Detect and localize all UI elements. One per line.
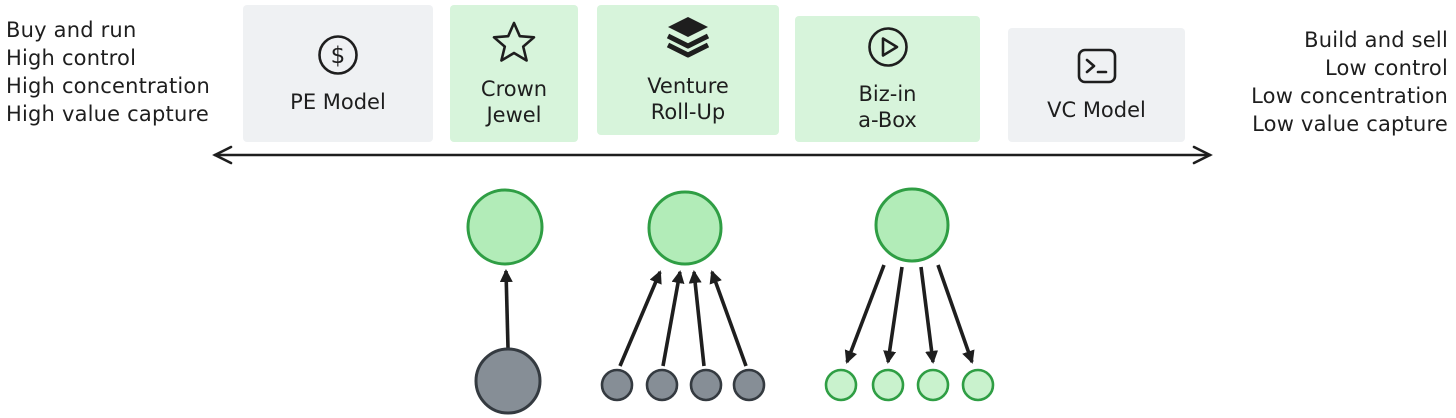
star-icon [491,20,537,64]
model-card-label: Crown Jewel [480,76,548,127]
model-card-label: Venture Roll-Up [647,74,729,124]
model-card-pe-model: $ PE Model [243,5,433,142]
left-caption-line-2: High control [6,46,137,70]
model-card-label: VC Model [1047,98,1146,122]
model-card-venture-roll-up: Venture Roll-Up [597,5,779,135]
right-caption-line-2: Low control [1324,56,1448,80]
left-caption-line-1: Buy and run [6,18,137,42]
biz-in-a-box-structure [824,187,995,402]
model-card-label: PE Model [290,89,386,114]
svg-text:$: $ [331,43,346,69]
right-caption-line-4: Low value capture [1252,112,1448,136]
layers-icon [664,15,712,61]
crown-jewel-structure [466,188,544,415]
venture-roll-up-structure [600,190,766,402]
spectrum-axis-arrow [212,145,1213,165]
model-card-biz-in-a-box: Biz-in a-Box [795,16,980,142]
terminal-icon [1077,47,1117,85]
right-caption-line-1: Build and sell [1304,28,1448,52]
play-circle-icon [866,25,910,69]
dollar-circle-icon: $ [316,33,360,77]
right-caption-line-3: Low concentration [1251,84,1448,108]
structure-diagrams [466,187,995,415]
left-caption-line-4: High value capture [6,102,209,126]
left-caption: Buy and run High control High concentrat… [6,16,210,128]
right-caption: Build and sell Low control Low concentra… [1251,26,1448,138]
model-card-crown-jewel: Crown Jewel [450,5,578,142]
model-card-vc-model: VC Model [1008,28,1185,142]
model-card-label: Biz-in a-Box [858,82,917,132]
left-caption-line-3: High concentration [6,74,210,98]
